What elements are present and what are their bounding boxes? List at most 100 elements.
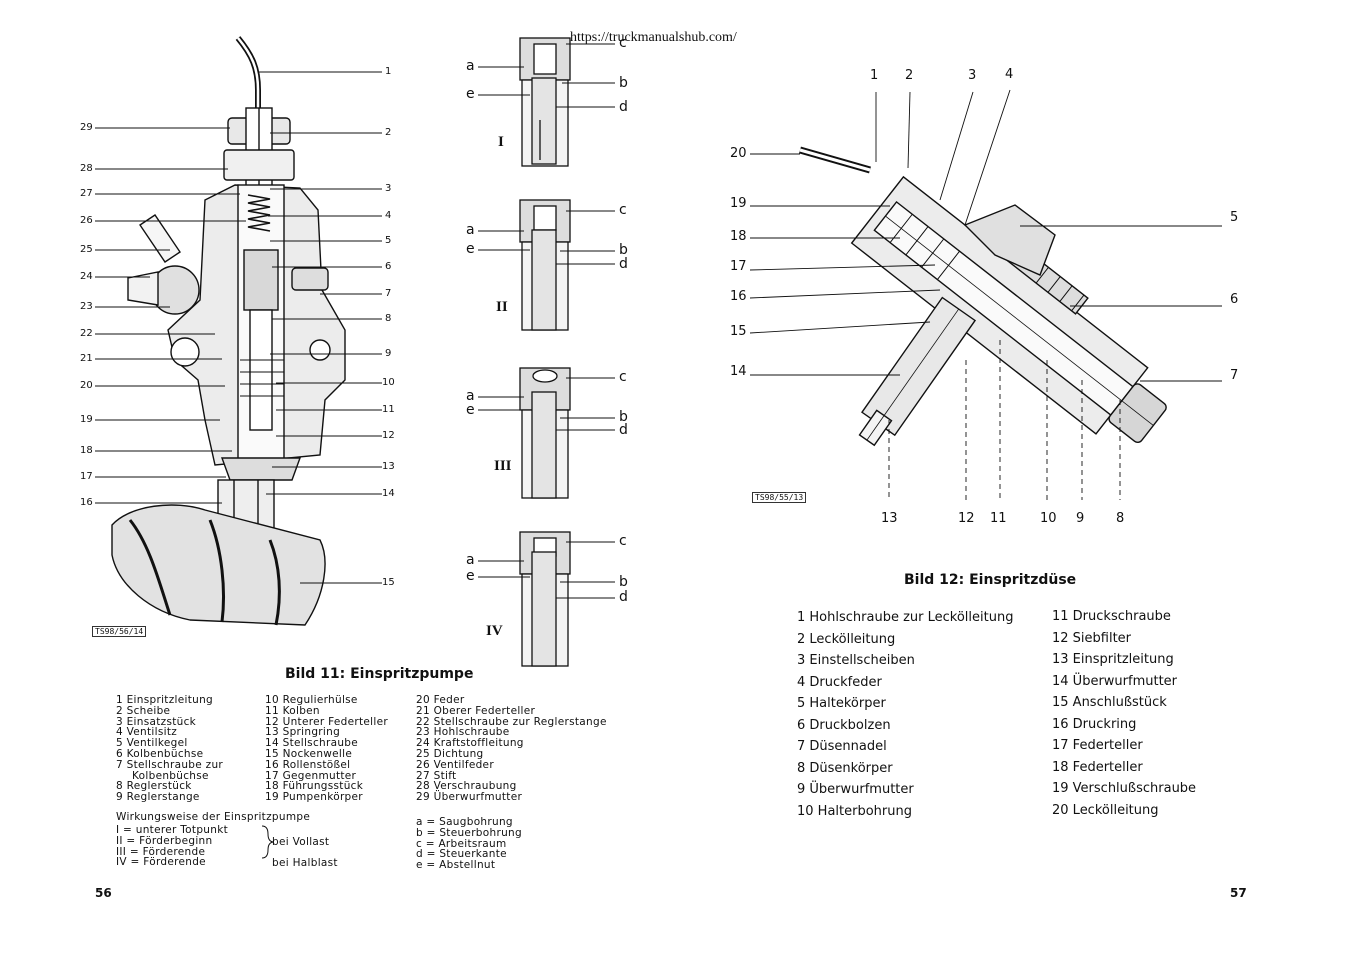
- drawing-stamp: TS98/55/13: [752, 492, 807, 503]
- callout: 26: [80, 215, 93, 226]
- legend-item: 3 Einstellscheiben: [797, 653, 915, 668]
- legend-item: 18 Führungsstück: [265, 780, 364, 793]
- callout: 7: [385, 288, 392, 299]
- legend-item: 8 Düsenkörper: [797, 760, 893, 776]
- wirkung-row: IV = Förderende: [116, 856, 206, 869]
- label-e: e: [466, 568, 475, 584]
- legend-item: 3 Einsatzstück: [116, 715, 197, 728]
- legend-item: 23 Hohlschraube: [416, 726, 510, 739]
- legend-item: 26 Ventilfeder: [416, 758, 494, 771]
- callout: 14: [730, 364, 747, 379]
- callout: 25: [80, 244, 93, 255]
- callout: 10: [1040, 511, 1057, 526]
- legend-item: 25 Dichtung: [416, 747, 484, 760]
- legend-item: 20 Feder: [416, 694, 465, 706]
- figure-caption: Bild 11: Einspritzpumpe: [285, 666, 474, 682]
- callout: 18: [80, 445, 93, 456]
- wirkung-row: II = Förderbeginn: [116, 834, 213, 847]
- stage-4-label: IV: [486, 623, 503, 639]
- callout: 15: [382, 577, 395, 588]
- legend-item: 14 Stellschraube: [265, 737, 359, 750]
- legend-item: 24 Kraftstoffleitung: [416, 737, 524, 750]
- legend-item: 2 Lecköl­leitung: [797, 631, 896, 647]
- label-c: c: [619, 202, 627, 218]
- callout: 19: [730, 196, 747, 211]
- source-url[interactable]: https://truckmanualshub.com/: [570, 30, 737, 45]
- label-d: d: [619, 422, 628, 438]
- callout: 4: [385, 210, 392, 221]
- legend-item: 28 Verschraubung: [416, 780, 517, 793]
- callout: 27: [80, 188, 93, 199]
- legend-item: 10 Halterbohrung: [797, 803, 912, 819]
- legend-item: 11 Kolben: [265, 704, 320, 717]
- label-b: b: [619, 409, 628, 425]
- callout: 7: [1230, 368, 1239, 383]
- pump-legend-col3: 20 Feder 21 Oberer Federteller 22 Stells…: [416, 695, 607, 803]
- callout: 29: [80, 122, 93, 133]
- legend-item: 21 Oberer Federteller: [416, 704, 536, 717]
- wirkung-list: I = unterer Totpunkt II = Förderbeginn I…: [116, 825, 228, 868]
- callout: 28: [80, 163, 93, 174]
- label-c: c: [619, 369, 627, 385]
- callout: 24: [80, 271, 93, 282]
- pump-leaders-left: [95, 127, 246, 504]
- callout: 20: [80, 380, 93, 391]
- legend-item: 1 Hohlschraube zur Leckölleitung: [797, 610, 1014, 625]
- label-d: d: [619, 589, 628, 605]
- legend-item: 7 Düsennadel: [797, 739, 887, 754]
- label-e: e: [466, 241, 475, 257]
- legend-item: 16 Rollenstößel: [265, 758, 351, 771]
- legend-item: 20 Leckölleitung: [1052, 802, 1159, 818]
- callout: 22: [80, 328, 93, 339]
- abc-row: e = Abstellnut: [416, 859, 496, 872]
- legend-item: 6 Druckbolzen: [797, 717, 891, 733]
- legend-item: 8 Reglerstück: [116, 780, 192, 793]
- legend-item: 4 Ventilsitz: [116, 726, 178, 739]
- injection-pump-drawing: [111, 36, 346, 626]
- label-d: d: [619, 256, 628, 272]
- page-number-left: 56: [95, 886, 112, 900]
- stage-3-label: III: [494, 458, 512, 474]
- callout: 15: [730, 324, 747, 339]
- callout: 21: [80, 353, 93, 364]
- label-e: e: [466, 86, 475, 102]
- label-a: a: [466, 552, 475, 568]
- legend-item: 15 Anschlußstück: [1052, 695, 1167, 710]
- figure-caption: Bild 12: Einspritzdüse: [904, 572, 1077, 588]
- abc-legend: a = Saugbohrung b = Steuerbohrung c = Ar…: [416, 817, 522, 871]
- callout: 9: [1076, 511, 1085, 526]
- callout: 17: [730, 259, 747, 274]
- legend-item: 11 Druckschraube: [1052, 609, 1171, 624]
- legend-item: 10 Regulierhülse: [265, 694, 358, 706]
- label-b: b: [619, 574, 628, 590]
- label-a: a: [466, 222, 475, 238]
- nozzle-legend-col2: 11 Druckschraube 12 Siebfilter 13 Einspr…: [1052, 606, 1196, 821]
- legend-item: 18 Federteller: [1052, 759, 1143, 775]
- stage-2-label: II: [496, 299, 508, 315]
- callout: 10: [382, 377, 395, 388]
- legend-item: Kolbenbüchse: [132, 769, 209, 782]
- pump-leaders-right: [258, 71, 382, 584]
- wirkung-row: I = unterer Totpunkt: [116, 824, 228, 836]
- legend-item: 7 Stellschraube zur: [116, 758, 224, 771]
- legend-item: 19 Pumpenkörper: [265, 791, 363, 804]
- callout: 18: [730, 229, 747, 244]
- legend-item: 5 Haltekörper: [797, 696, 886, 711]
- legend-item: 9 Überwurfmutter: [797, 782, 914, 797]
- vollast-brace: [261, 825, 275, 859]
- legend-item: 9 Reglerstange: [116, 791, 200, 804]
- label-d: d: [619, 99, 628, 115]
- callout: 17: [80, 471, 93, 482]
- legend-item: 15 Nockenwelle: [265, 747, 353, 760]
- legend-item: 17 Federteller: [1052, 738, 1143, 753]
- callout: 23: [80, 301, 93, 312]
- pump-legend-col1: 1 Einspritzleitung 2 Scheibe 3 Einsatzst…: [116, 695, 223, 803]
- legend-item: 29 Überwurfmutter: [416, 791, 523, 804]
- legend-item: 13 Springring: [265, 726, 341, 739]
- legend-item: 19 Verschlußschraube: [1052, 781, 1197, 796]
- wirkung-row: III = Förderende: [116, 845, 206, 858]
- label-b: b: [619, 75, 628, 91]
- callout: 6: [385, 261, 392, 272]
- callout: 2: [385, 127, 392, 138]
- callout: 19: [80, 414, 93, 425]
